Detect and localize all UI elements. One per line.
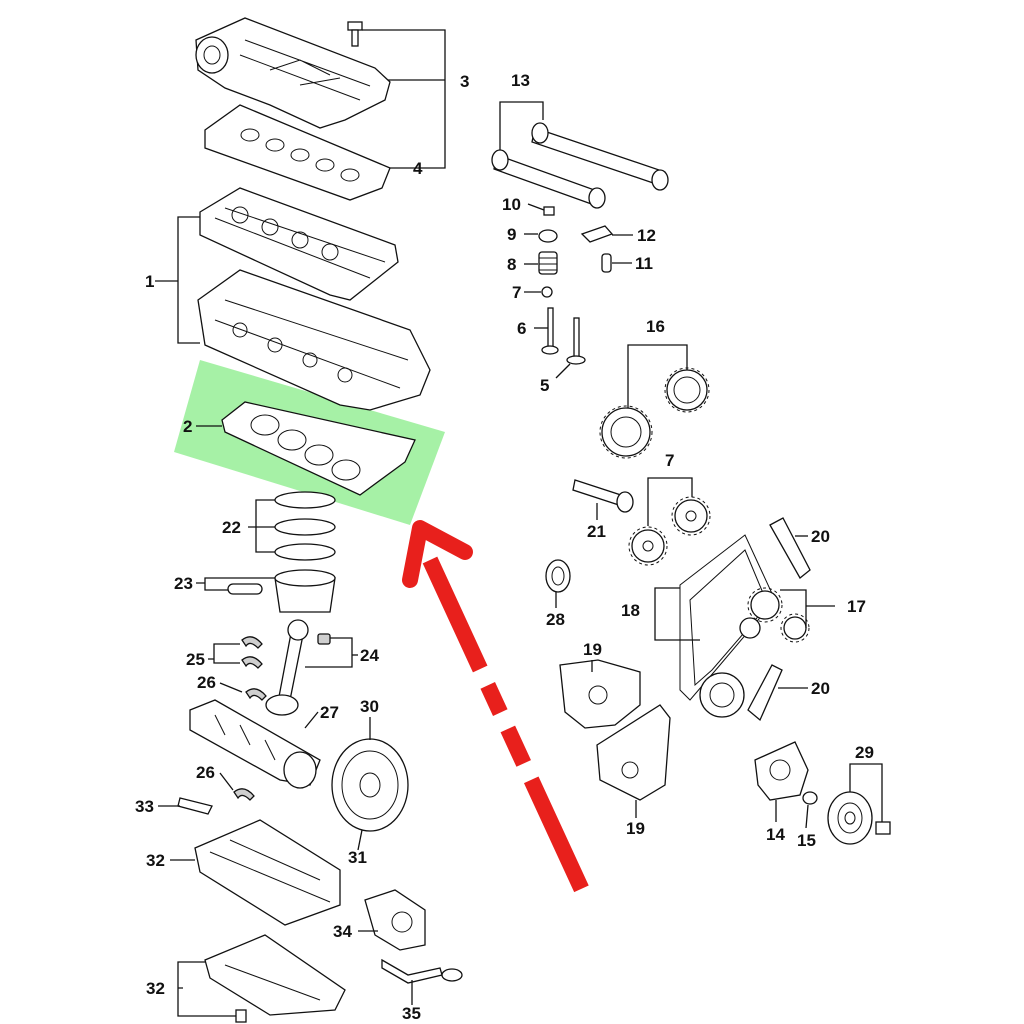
callout-24: 24	[360, 646, 379, 665]
callout-5: 5	[540, 376, 549, 395]
water-pump-part	[754, 741, 809, 801]
valve-cover-gasket-part	[204, 104, 391, 201]
callout-10: 10	[502, 195, 521, 214]
valves-part	[541, 307, 586, 365]
callout-4: 4	[413, 159, 423, 178]
callout-2: 2	[183, 417, 192, 436]
callout-12: 12	[637, 226, 656, 245]
callout-27: 27	[320, 703, 339, 722]
callout-22: 22	[222, 518, 241, 537]
callout-35: 35	[402, 1004, 421, 1023]
red-indicator-arrow	[402, 520, 590, 894]
timing-cover-upper-part	[559, 659, 641, 729]
callout-32-lower: 32	[146, 979, 165, 998]
cam-phaser-exhaust-part	[664, 367, 710, 413]
crank-sprocket-part	[699, 672, 745, 718]
callout-23: 23	[174, 574, 193, 593]
callout-6: 6	[517, 319, 526, 338]
valve-spring-part	[538, 251, 558, 275]
cam-phaser-intake-part	[599, 405, 653, 459]
cylinder-head-part	[197, 269, 431, 411]
pulley-bolt-part	[875, 821, 891, 835]
leader-lines	[155, 29, 883, 1017]
callout-3: 3	[460, 72, 469, 91]
lower-oil-pan-part	[204, 934, 346, 1023]
flywheel-part	[331, 738, 409, 832]
callout-30: 30	[360, 697, 379, 716]
callout-34: 34	[333, 922, 352, 941]
label-plate-part	[177, 797, 213, 815]
camshaft-exhaust-part	[491, 149, 606, 209]
callout-16: 16	[646, 317, 665, 336]
upper-oil-pan-part	[194, 819, 341, 926]
callout-11: 11	[635, 254, 653, 273]
balance-shaft-part	[572, 479, 634, 513]
valve-cover-part	[195, 17, 391, 129]
callout-25: 25	[186, 650, 205, 669]
callout-21: 21	[587, 522, 606, 541]
camshaft-intake-part	[531, 122, 669, 191]
piston-rings-part	[274, 491, 336, 561]
bearing-shells-part	[233, 633, 331, 801]
callout-28: 28	[546, 610, 565, 629]
connecting-rod-part	[265, 619, 309, 716]
callout-19-lower: 19	[626, 819, 645, 838]
callout-7-upper: 7	[512, 283, 521, 302]
callout-19-upper: 19	[583, 640, 602, 659]
callout-29: 29	[855, 743, 874, 762]
callout-numbers: 3 4 1 2 22 23 24 25 26 27 30 26 33 31 32…	[135, 71, 874, 1023]
chain-guide-upper-part	[769, 517, 811, 579]
bolt-part	[347, 21, 363, 47]
cylinder-head-upper-part	[199, 187, 399, 301]
callout-14: 14	[766, 825, 785, 844]
lash-adjuster-part	[601, 253, 612, 273]
sprocket-upper-part	[671, 496, 711, 536]
chain-guide-lower-part	[747, 664, 783, 722]
timing-cover-lower-part	[596, 704, 671, 801]
timing-chain-part	[679, 534, 776, 701]
valve-keeper-part	[541, 286, 553, 298]
callout-8: 8	[507, 255, 516, 274]
callout-31: 31	[348, 848, 367, 867]
sprocket-lower-part	[628, 526, 668, 566]
oil-pump-part	[364, 889, 426, 951]
callout-15: 15	[797, 831, 816, 850]
callout-7-lower: 7	[665, 451, 674, 470]
rocker-arm-part	[580, 225, 614, 243]
callout-26-upper: 26	[197, 673, 216, 692]
callout-17: 17	[847, 597, 866, 616]
callout-20-upper: 20	[811, 527, 830, 546]
damper-pulley-part	[827, 791, 873, 845]
callout-1: 1	[145, 272, 154, 291]
piston-part	[227, 569, 336, 613]
timing-sprockets-part	[739, 587, 810, 643]
spring-retainer-part	[538, 229, 558, 243]
callout-32-upper: 32	[146, 851, 165, 870]
callout-33: 33	[135, 797, 154, 816]
head-gasket-part	[221, 401, 416, 496]
valve-seal-part	[543, 206, 555, 216]
callout-20-lower: 20	[811, 679, 830, 698]
callout-26-lower: 26	[196, 763, 215, 782]
crankshaft-part	[189, 699, 321, 789]
crank-seal-part	[545, 559, 571, 593]
callout-9: 9	[507, 225, 516, 244]
callout-13: 13	[511, 71, 530, 90]
o-ring-part	[802, 791, 818, 805]
callout-18: 18	[621, 601, 640, 620]
oil-pickup-part	[381, 958, 463, 984]
